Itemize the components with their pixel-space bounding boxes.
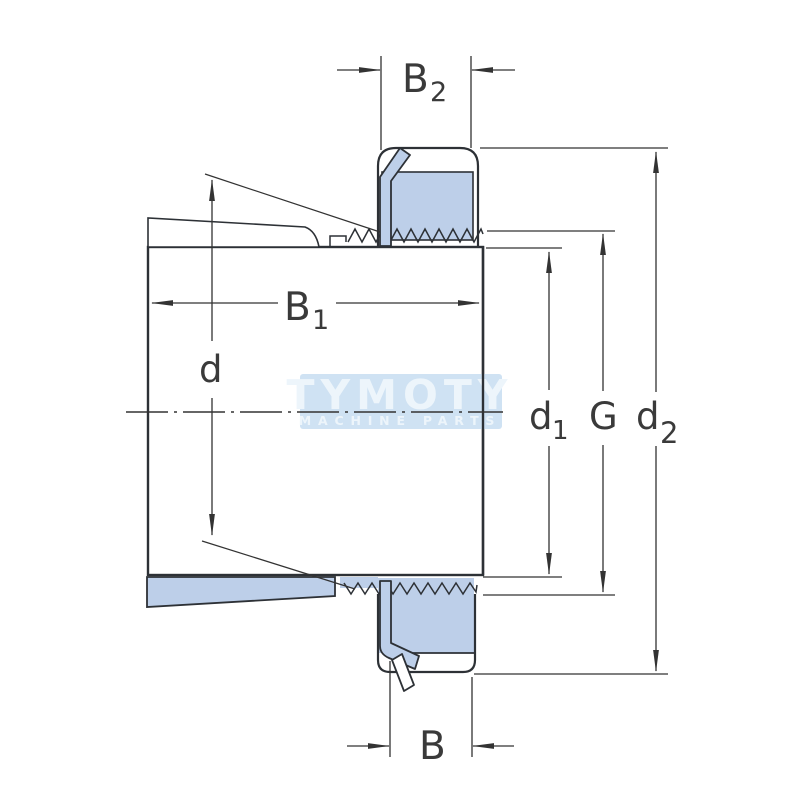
thread-bottom xyxy=(343,581,478,596)
dimension-d2-subscript: 2 xyxy=(660,416,678,450)
lockwasher-tab-top xyxy=(379,147,411,247)
taper-reference-line-top xyxy=(204,173,381,233)
sleeve-taper-surface-top xyxy=(147,217,320,248)
lockwasher-bent-tab-bottom xyxy=(391,653,415,692)
dimension-labels: B 2 B 1 d d 1 G d 2 B xyxy=(199,57,678,769)
dimension-d2-label: d xyxy=(636,395,660,438)
dimension-b2-subscript: 2 xyxy=(430,77,447,108)
dimension-g-label: G xyxy=(589,395,618,438)
dimension-b-label: B xyxy=(419,724,446,769)
dimension-lines xyxy=(151,67,659,749)
thread-top xyxy=(347,227,484,244)
dimension-d1-subscript: 1 xyxy=(552,416,569,446)
watermark-brand-text: TYMOTY xyxy=(287,371,514,419)
watermark-tagline-text: MACHINE PARTS xyxy=(299,413,501,428)
locknut-bottom-outline xyxy=(376,594,477,674)
watermark-box xyxy=(300,374,502,429)
sleeve-section-wedge-bottom xyxy=(146,576,336,608)
locknut-top-section-fill xyxy=(381,171,474,241)
dimension-d1-label: d xyxy=(529,395,553,438)
sleeve-section-band-bottom xyxy=(340,577,378,588)
lockwasher-tab-bottom xyxy=(379,580,420,670)
dimension-d-label: d xyxy=(199,348,223,391)
watermark: TYMOTY MACHINE PARTS xyxy=(287,371,514,429)
dimension-b1-subscript: 1 xyxy=(312,305,329,336)
locknut-bottom-section-fill xyxy=(378,578,474,653)
thread-undercut-top xyxy=(329,235,347,247)
dimension-b2-label: B xyxy=(402,57,429,102)
locknut-top-outline xyxy=(376,146,480,246)
taper-reference-line-bottom xyxy=(201,540,356,590)
dimension-b1-label: B xyxy=(284,285,311,330)
